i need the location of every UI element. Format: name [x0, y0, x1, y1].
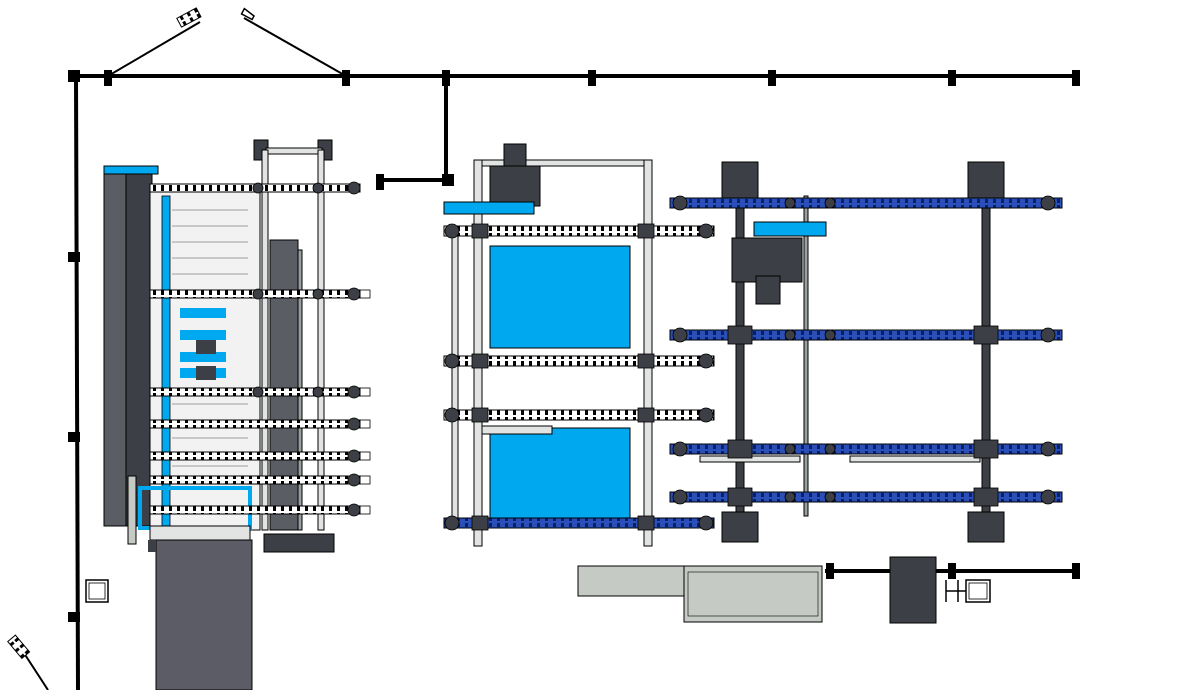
- left-station-cap: [103, 165, 159, 175]
- electrical-box: [889, 556, 937, 624]
- camera-icon: [7, 634, 31, 660]
- outfeed-belt: [155, 539, 253, 690]
- middle-station-cap: [443, 201, 535, 215]
- conveyor-panel-lower: [489, 427, 631, 521]
- fence-posts: [68, 70, 1080, 622]
- fence-left: [74, 75, 80, 690]
- fence-cam-line-b: [243, 17, 347, 77]
- camera-icon: [240, 7, 255, 21]
- control-cabinet-b: [683, 565, 823, 623]
- left-station-column: [103, 167, 127, 527]
- bottom-equipment: [85, 556, 991, 624]
- control-cabinet-a: [577, 565, 685, 597]
- left-station: [103, 139, 335, 690]
- middle-station: [443, 143, 715, 547]
- left-roller-rows: [149, 181, 371, 517]
- right-station-cap: [753, 221, 827, 237]
- gate-box-left: [85, 579, 109, 603]
- fence-cam-line-c: [21, 649, 49, 690]
- fence-cam-line-a: [107, 21, 201, 77]
- conveyor-panel-upper: [489, 245, 631, 349]
- camera-icon: [176, 7, 202, 28]
- right-station: [669, 161, 1063, 543]
